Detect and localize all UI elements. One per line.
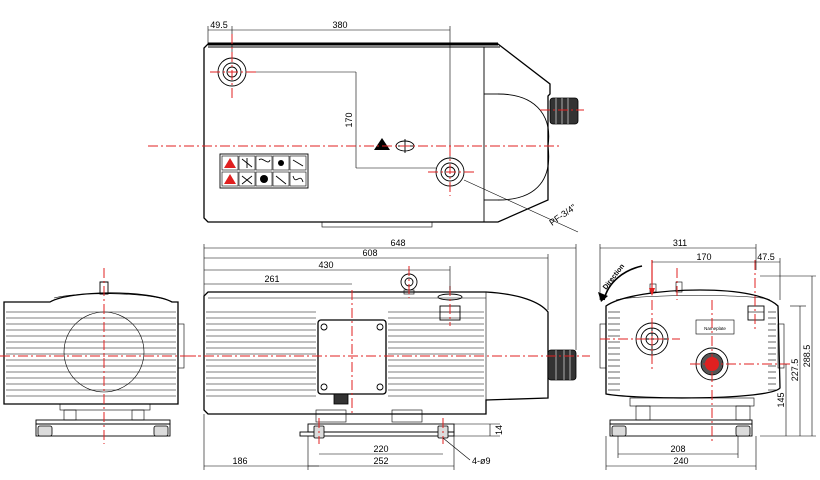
dim-380: 380 — [332, 20, 347, 30]
dim-430: 430 — [318, 260, 333, 270]
dim-261: 261 — [264, 274, 279, 284]
dim-240: 240 — [673, 456, 688, 466]
dim-648: 648 — [390, 238, 405, 248]
dim-288-5: 288.5 — [802, 345, 812, 368]
direction-label: Direction — [602, 263, 626, 291]
thread-label: PF-3/4" — [547, 202, 577, 228]
top-view — [148, 26, 584, 233]
dim-208: 208 — [670, 444, 685, 454]
dim-311: 311 — [673, 238, 687, 248]
left-end-view — [0, 268, 200, 444]
dim-227-5: 227.5 — [790, 359, 800, 382]
warning-triangle-icon — [374, 138, 390, 150]
dim-49-5: 49.5 — [210, 20, 228, 30]
right-side-view: Nameplate — [598, 260, 790, 444]
dim-170-side: 170 — [696, 252, 711, 262]
dim-145: 145 — [776, 392, 786, 407]
dim-170-top: 170 — [344, 112, 354, 127]
front-view — [186, 266, 590, 461]
dim-47-5: 47.5 — [757, 252, 775, 262]
holes-label: 4-ø9 — [472, 456, 491, 466]
dim-220: 220 — [373, 444, 388, 454]
dim-252: 252 — [373, 456, 388, 466]
svg-text:Nameplate: Nameplate — [704, 326, 726, 331]
dim-14: 14 — [494, 425, 504, 435]
dim-608: 608 — [362, 248, 377, 258]
dim-186: 186 — [232, 456, 247, 466]
warning-label-panel — [219, 153, 309, 189]
